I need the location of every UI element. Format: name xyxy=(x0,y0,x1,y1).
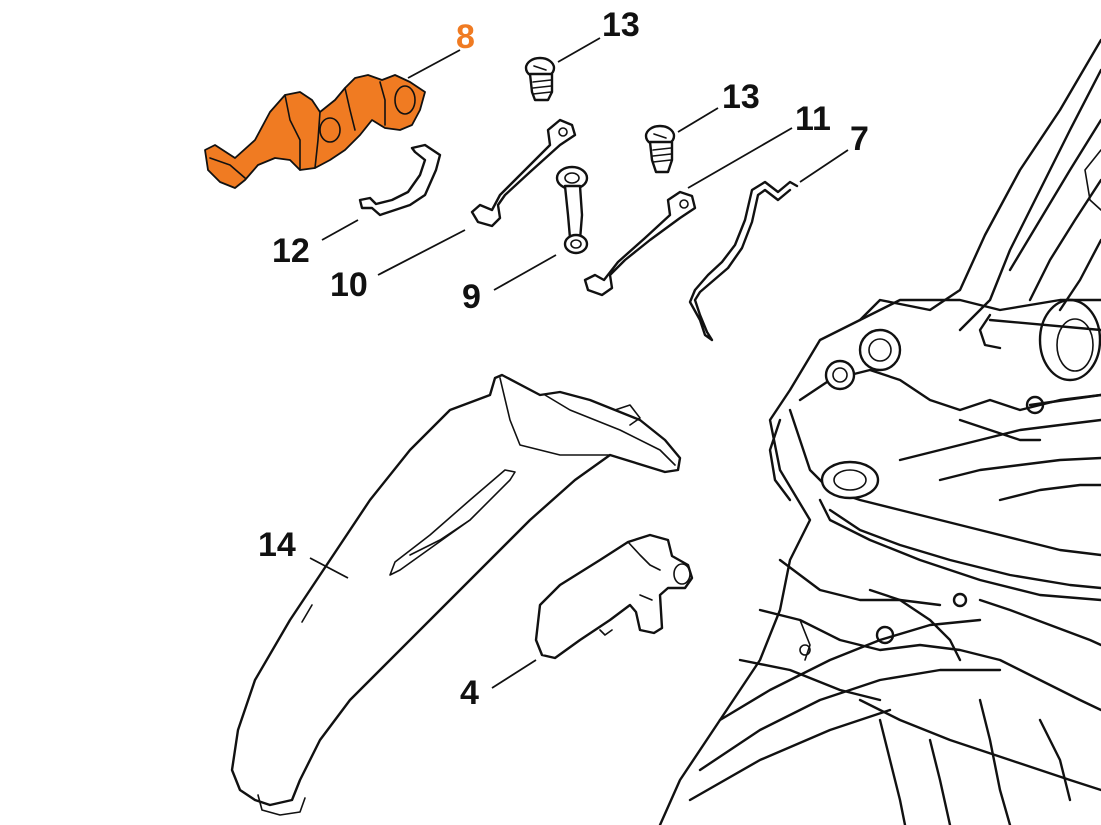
part-14-panel[interactable] xyxy=(230,373,682,816)
callout-10[interactable]: 10 xyxy=(330,266,368,304)
part-7-wire[interactable] xyxy=(688,180,799,342)
callout-11[interactable]: 11 xyxy=(795,100,831,138)
part-13-bolt-upper[interactable] xyxy=(524,56,556,102)
part-11-rod[interactable] xyxy=(583,190,697,297)
callout-8[interactable]: 8 xyxy=(456,18,475,56)
part-12-clip[interactable] xyxy=(358,143,442,217)
engine-bay-structure xyxy=(658,38,1101,825)
callout-4[interactable]: 4 xyxy=(460,674,479,712)
callout-12[interactable]: 12 xyxy=(272,232,310,270)
callout-7[interactable]: 7 xyxy=(850,120,869,158)
callout-9[interactable]: 9 xyxy=(462,278,481,316)
callout-13-upper[interactable]: 13 xyxy=(602,6,640,44)
callout-14[interactable]: 14 xyxy=(258,526,296,564)
part-13-bolt-lower[interactable] xyxy=(644,124,676,174)
part-4-cover[interactable] xyxy=(534,533,694,660)
leader-lines xyxy=(309,37,849,689)
callouts: 8 13 13 11 7 12 10 9 14 4 xyxy=(258,6,869,712)
callout-13-lower[interactable]: 13 xyxy=(722,78,760,116)
part-8-bracket[interactable] xyxy=(204,74,426,189)
part-10-rod[interactable] xyxy=(470,118,577,228)
part-9-pin[interactable] xyxy=(555,165,589,255)
